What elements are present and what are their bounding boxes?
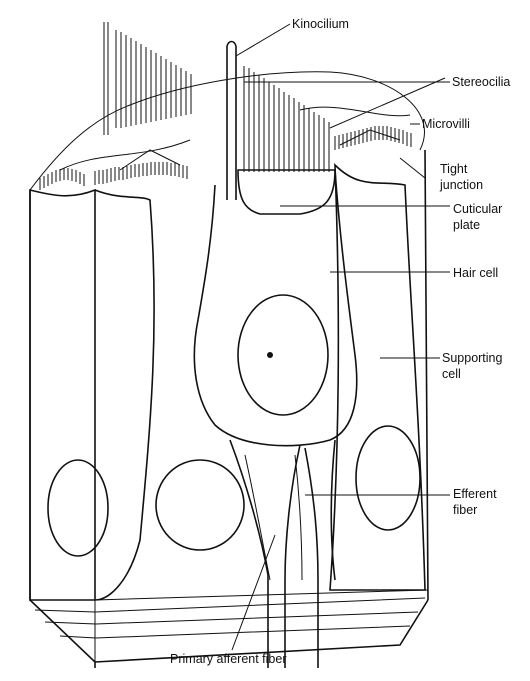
label-efferent-fiber-1: Efferent — [453, 487, 497, 501]
label-cuticular-plate-1: Cuticular — [453, 202, 502, 216]
label-cuticular-plate-2: plate — [453, 218, 480, 232]
label-tight-junction-2: junction — [439, 178, 483, 192]
label-stereocilia: Stereocilia — [452, 75, 510, 89]
hair-cell-body — [193, 169, 358, 447]
supporting-cell-nuclei — [47, 425, 421, 557]
label-supporting-cell-1: Supporting — [442, 351, 503, 365]
label-tight-junction-1: Tight — [440, 162, 468, 176]
leader-lines — [231, 23, 450, 651]
label-primary-afferent-fiber: Primary afferent fiber — [170, 652, 286, 666]
left-hair-bundle — [103, 22, 192, 135]
label-microvilli: Microvilli — [422, 117, 470, 131]
microvilli — [39, 126, 412, 190]
nerve-fibers — [229, 439, 336, 668]
cuticular-plate — [237, 169, 336, 215]
label-hair-cell: Hair cell — [453, 266, 498, 280]
supporting-cells — [29, 162, 426, 601]
stereocilia-bundle — [243, 66, 330, 172]
kinocilium — [226, 40, 237, 200]
label-efferent-fiber-2: fiber — [453, 503, 477, 517]
label-supporting-cell-2: cell — [442, 367, 461, 381]
label-kinocilium: Kinocilium — [292, 17, 349, 31]
